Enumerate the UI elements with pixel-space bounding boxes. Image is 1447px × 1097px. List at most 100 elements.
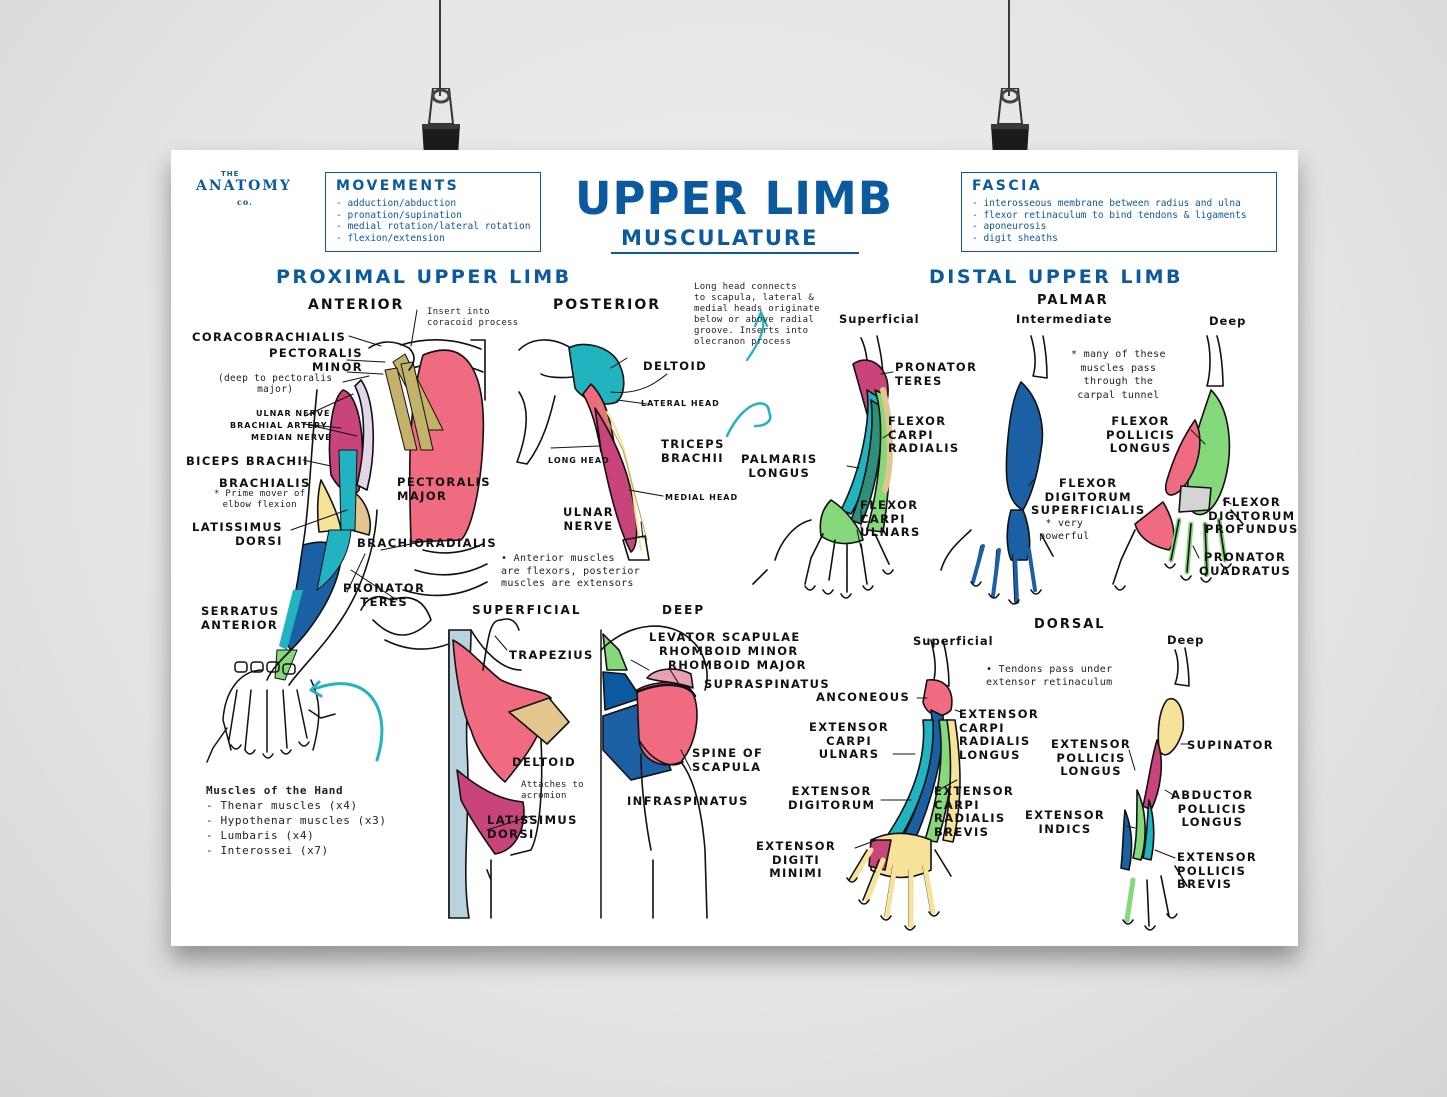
- fascia-list: - interosseous membrane between radius a…: [972, 198, 1247, 244]
- anterior-heading: ANTERIOR: [308, 297, 405, 313]
- label-line: FLEXOR: [1222, 495, 1282, 509]
- label-line: EXTENSOR: [809, 720, 890, 734]
- movements-list: - adduction/abduction - pronation/supina…: [336, 198, 530, 244]
- note-extensor-retinaculum: • Tendons pass under extensor retinaculu…: [986, 664, 1112, 689]
- label-line: EXTENSOR: [934, 784, 1015, 798]
- movements-heading: MOVEMENTS: [336, 178, 460, 194]
- note-very-powerful: * very powerful: [1039, 518, 1090, 543]
- label-line: EXTENSOR: [1025, 808, 1106, 822]
- label-line: TERES: [360, 594, 409, 609]
- note-line: elbow flexion: [222, 500, 297, 510]
- label-line: QUADRATUS: [1199, 563, 1292, 578]
- note-line: Attaches to: [521, 780, 584, 790]
- label-palmaris-longus: PALMARIS LONGUS: [741, 452, 818, 480]
- note-line: coracoid process: [427, 318, 519, 328]
- label-lateral-head: LATERAL HEAD: [641, 399, 720, 408]
- posterior-arm-illustration: [516, 310, 772, 561]
- note-line: • Tendons pass under: [986, 664, 1113, 675]
- palmar-superficial-heading: Superficial: [839, 312, 920, 326]
- note-line: * many of these: [1071, 349, 1166, 360]
- logo-top: THE: [221, 170, 240, 178]
- label-line: DIGITORUM: [1044, 489, 1132, 504]
- label-long-head: LONG HEAD: [548, 456, 610, 465]
- movements-item: - flexion/extension: [336, 232, 445, 244]
- label-line: PECTORALIS: [397, 475, 491, 489]
- label-line: DORSI: [487, 826, 535, 841]
- note-line: groove. Inserts into: [694, 326, 809, 336]
- label-line: FLEXOR: [888, 414, 947, 428]
- label-pronator-teres-palmar: PRONATOR TERES: [895, 360, 978, 388]
- label-fdp: FLEXOR DIGITORUM PROFUNDUS: [1205, 495, 1299, 537]
- label-flexor-carpi-ulnaris: FLEXOR CARPI ULNARS: [860, 498, 921, 540]
- palmar-deep-illustration: [1112, 335, 1244, 591]
- label-ulnar-nerve: ULNAR NERVE: [256, 409, 331, 418]
- label-ecrl: EXTENSOR CARPI RADIALIS LONGUS: [959, 707, 1040, 762]
- label-serratus-anterior: SERRATUS ANTERIOR: [201, 604, 280, 632]
- label-line: RADIALIS: [934, 811, 1006, 825]
- palmar-deep-heading: Deep: [1209, 314, 1247, 328]
- label-line: LONGUS: [1181, 815, 1244, 829]
- label-spine-of-scapula: SPINE OF SCAPULA: [692, 746, 764, 774]
- dorsal-superficial-heading: Superficial: [913, 634, 994, 648]
- fascia-item: - flexor retinaculum to bind tendons & l…: [972, 209, 1247, 221]
- label-brachialis: BRACHIALIS: [219, 476, 311, 490]
- label-line: DIGITI: [772, 852, 821, 867]
- movements-item: - medial rotation/lateral rotation: [336, 221, 531, 232]
- note-line: Insert into: [427, 307, 490, 317]
- label-line: DORSI: [235, 533, 283, 548]
- label-line: PROFUNDUS: [1205, 522, 1299, 536]
- label-brachioradialis: BRACHIORADIALIS: [357, 536, 498, 550]
- label-latissimus-dorsi-anterior: LATISSIMUS DORSI: [192, 520, 283, 548]
- superficial-back-heading: SUPERFICIAL: [472, 603, 582, 617]
- label-line: ABDUCTOR: [1171, 788, 1254, 802]
- label-latissimus-dorsi-back: LATISSIMUS DORSI: [487, 813, 578, 841]
- label-line: PRONATOR: [1203, 550, 1287, 564]
- label-supinator: SUPINATOR: [1187, 738, 1275, 752]
- note-line: below or above radial: [694, 315, 815, 325]
- binder-clip-right-icon: [991, 88, 1029, 156]
- note-line: through the: [1083, 376, 1154, 387]
- dorsal-superficial-illustration: [846, 639, 962, 931]
- label-pectoralis-minor: PECTORALIS MINOR: [269, 346, 363, 374]
- label-flexor-carpi-radialis: FLEXOR CARPI RADIALIS: [888, 414, 960, 456]
- label-line: NERVE: [563, 518, 614, 533]
- label-line: CARPI: [934, 797, 980, 812]
- hand-muscles-item: - Thenar muscles (x4): [206, 799, 358, 812]
- label-line: LATISSIMUS: [487, 813, 578, 827]
- label-ulnar-nerve-posterior: ULNAR NERVE: [563, 505, 614, 533]
- label-line: FLEXOR: [1111, 414, 1170, 428]
- label-brachial-artery: BRACHIAL ARTERY: [230, 421, 328, 430]
- dorsal-heading: DORSAL: [1034, 617, 1106, 632]
- label-line: PRONATOR: [895, 360, 978, 374]
- label-line: ANTERIOR: [201, 617, 279, 632]
- label-line: EXTENSOR: [959, 707, 1040, 721]
- deep-back-heading: DEEP: [662, 603, 706, 617]
- label-line: SPINE OF: [692, 746, 764, 760]
- logo-bottom: co.: [237, 197, 253, 207]
- label-line: SUPERFICIALIS: [1031, 503, 1146, 517]
- fascia-item: - digit sheaths: [972, 232, 1058, 244]
- fascia-item: - interosseous membrane between radius a…: [972, 198, 1241, 209]
- label-line: CARPI: [860, 511, 906, 526]
- label-deltoid-back: DELTOID: [512, 755, 577, 769]
- label-line: RADIALIS: [959, 734, 1031, 748]
- label-line: DIGITORUM: [1208, 508, 1296, 523]
- label-biceps-brachii: BICEPS BRACHII: [186, 454, 309, 468]
- movements-item: - adduction/abduction: [336, 198, 457, 209]
- label-line: SCAPULA: [692, 759, 762, 774]
- label-line: LONGUS: [1060, 764, 1122, 778]
- label-line: SERRATUS: [201, 604, 280, 618]
- label-line: POLLICIS: [1056, 750, 1126, 765]
- note-line: olecranon process: [694, 337, 792, 347]
- anatomy-poster: THE ANATOMY co. MOVEMENTS - adduction/ab…: [171, 150, 1298, 946]
- label-line: CARPI: [888, 427, 934, 442]
- fascia-heading: FASCIA: [972, 178, 1043, 194]
- palmar-intermediate-heading: Intermediate: [1016, 312, 1113, 326]
- note-line: muscles are extensors: [501, 578, 634, 589]
- label-coracobrachialis: CORACOBRACHIALIS: [192, 330, 347, 344]
- label-line: PECTORALIS: [269, 346, 363, 360]
- note-line: * very: [1045, 518, 1084, 529]
- superficial-back-illustration: [448, 618, 570, 919]
- deep-back-illustration: [600, 625, 708, 919]
- note-brachialis: * Prime mover of elbow flexion: [214, 489, 306, 511]
